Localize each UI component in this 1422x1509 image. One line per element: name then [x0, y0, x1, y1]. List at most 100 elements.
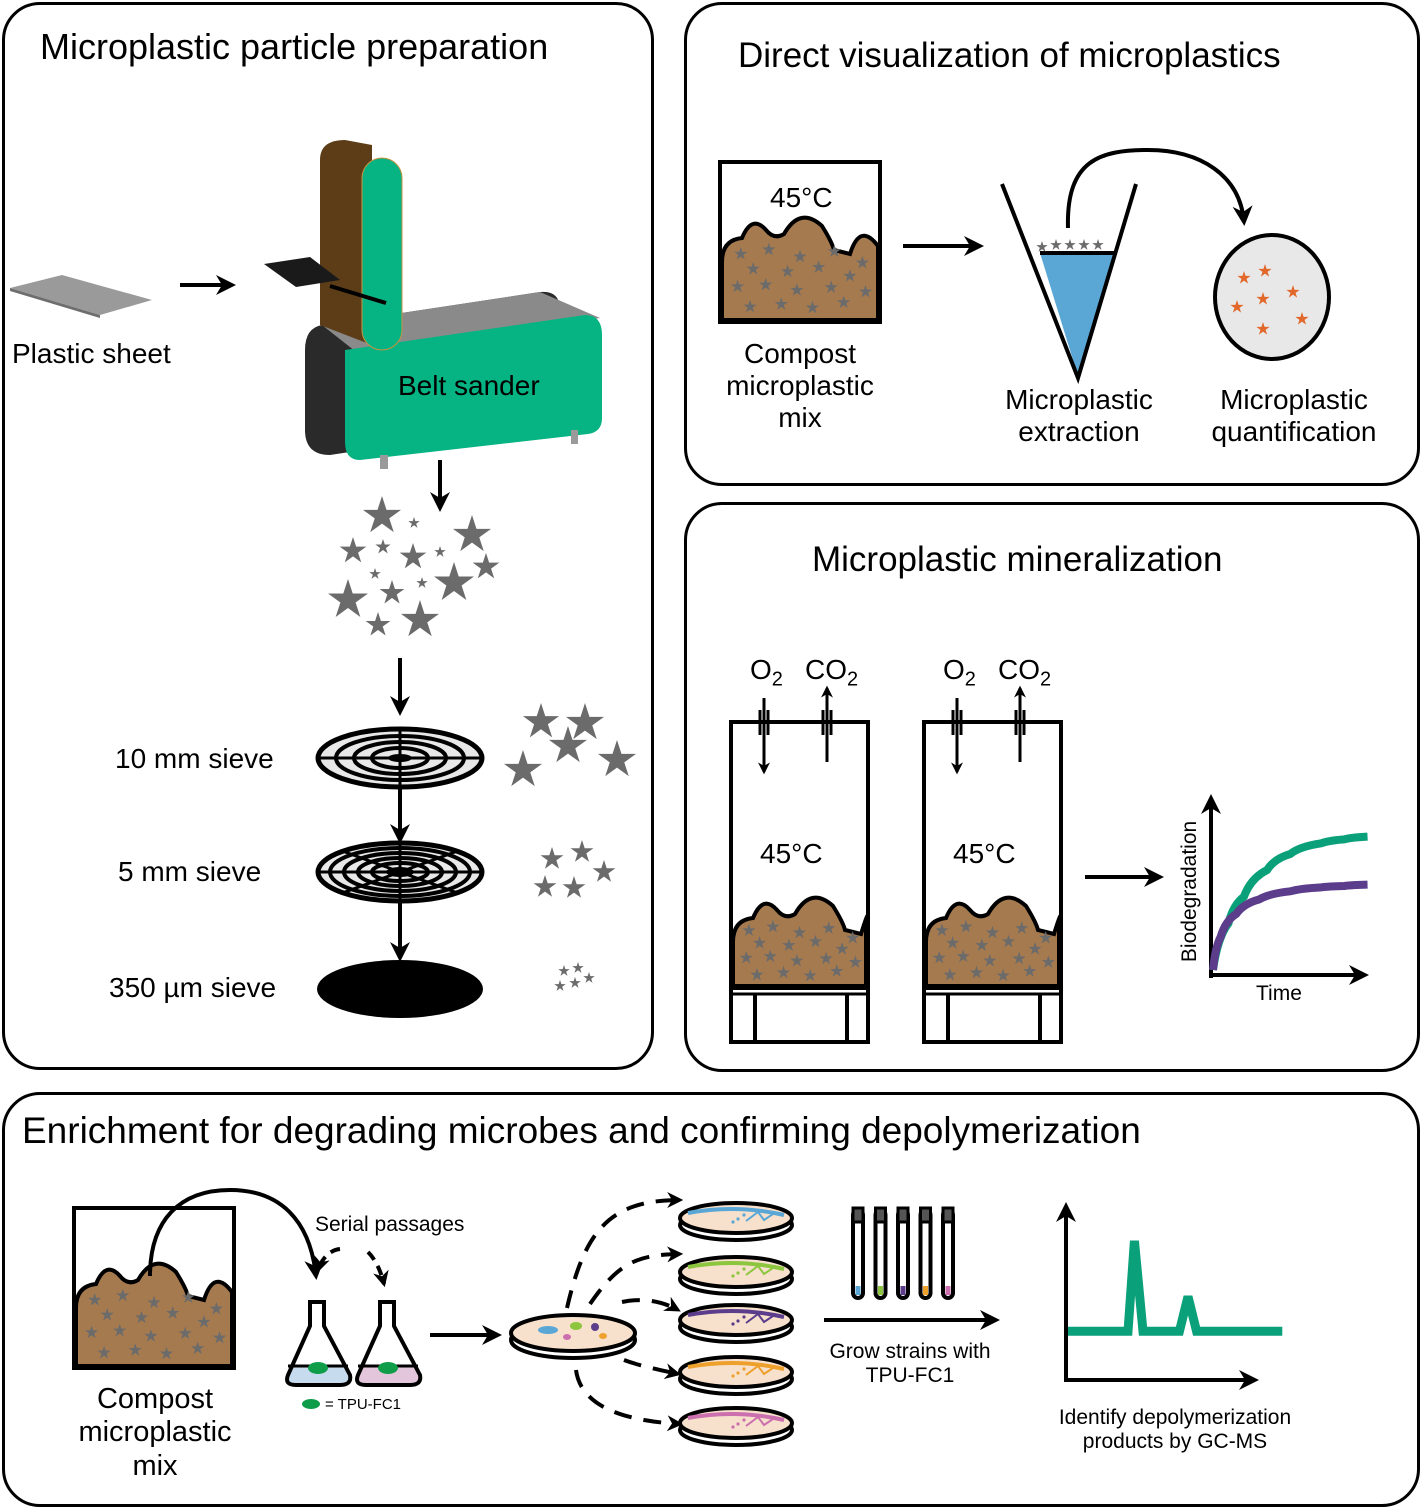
- microplastic-star-icon: [362, 496, 402, 533]
- label-line: Identify depolymerization: [1058, 1406, 1292, 1429]
- colony: [736, 1319, 740, 1323]
- colony: [742, 1213, 746, 1217]
- microplastic-star-icon: [328, 579, 368, 617]
- label-line: TPU-FC1: [865, 1364, 955, 1388]
- colony: [731, 1220, 735, 1224]
- panel-title-preparation: Microplastic particle preparation: [40, 26, 549, 67]
- series-line-GC-MS-trace: [1068, 1240, 1283, 1336]
- culture-tube-icon: [896, 1206, 910, 1300]
- colony: [742, 1418, 746, 1422]
- gas-symbol: O: [943, 654, 965, 685]
- strain-plate-icon: [678, 1303, 794, 1344]
- label-line: mix: [778, 402, 822, 434]
- microplastic-particles-cluster: [328, 496, 500, 637]
- gas-subscript: 2: [964, 668, 976, 691]
- label-line: products by GC-MS: [1082, 1430, 1268, 1454]
- series-line-purple-curve: [1209, 880, 1368, 971]
- gas-subscript: 2: [771, 668, 783, 691]
- strain-plate-icon: [678, 1355, 794, 1396]
- compost-soil: [924, 895, 1063, 988]
- panel-title-enrichment: Enrichment for degrading microbes and co…: [22, 1110, 1141, 1151]
- flask-1-icon: [285, 1300, 353, 1387]
- label-line: microplastic: [726, 370, 874, 402]
- extraction-funnel-icon: [1000, 147, 1253, 385]
- compost-container-enrichment-icon: [72, 1206, 236, 1370]
- respirometry-vessel-1: [729, 685, 870, 1044]
- streak: [745, 1415, 777, 1427]
- compost-soil: [74, 1261, 234, 1368]
- plastic-sheet-label: Plastic sheet: [12, 338, 171, 369]
- colony: [736, 1217, 740, 1221]
- culture-tube-icon: [873, 1206, 888, 1300]
- colony: [731, 1322, 735, 1326]
- label-line: extraction: [1018, 416, 1140, 448]
- streak: [745, 1364, 777, 1376]
- streak: [745, 1312, 777, 1324]
- retained-particles-small: [554, 962, 595, 991]
- tube-culture: [945, 1286, 951, 1295]
- compost-soil: [720, 215, 880, 322]
- microplastic-star-icon: [369, 568, 381, 579]
- serial-passages-label: Serial passages: [315, 1213, 465, 1236]
- microplastic-star-icon: [472, 553, 500, 579]
- sieve-350um-label: 350 µm sieve: [109, 972, 277, 1003]
- tube-culture: [878, 1286, 883, 1295]
- tube-culture: [855, 1286, 861, 1295]
- retained-particles-large: [503, 703, 637, 787]
- microplastic-star-icon: [379, 580, 405, 604]
- culture-tube-icon: [851, 1206, 865, 1300]
- plot-xlabel: Time: [1256, 982, 1302, 1005]
- gas-subscript: 2: [847, 668, 859, 691]
- culture-tube-icon: [941, 1206, 955, 1300]
- microplastic-star-icon: [452, 515, 492, 552]
- label-line: mix: [132, 1449, 178, 1482]
- arrow-serial-passage-forward: [366, 1250, 389, 1288]
- strain-plate-icon: [678, 1406, 794, 1447]
- microplastic-star-icon: [400, 600, 440, 637]
- tube-culture: [923, 1286, 928, 1295]
- label-line: microplastic: [78, 1416, 232, 1449]
- retained-particles-medium: [533, 840, 616, 898]
- label-line: Grow strains with: [829, 1340, 991, 1363]
- gas-symbol: CO: [998, 654, 1040, 685]
- tube-cap: [896, 1206, 910, 1224]
- microplastic-star-icon: [399, 543, 427, 569]
- label-line: Compost: [96, 1383, 214, 1415]
- microplastic-star-icon: [416, 577, 428, 588]
- label-line: Microplastic: [1005, 384, 1153, 415]
- plastic-sheet-icon: [10, 275, 152, 318]
- panel-title-visualization: Direct visualization of microplastics: [738, 36, 1281, 75]
- colony: [731, 1374, 735, 1378]
- colony: [742, 1367, 746, 1371]
- culture-tubes: [851, 1206, 955, 1300]
- sieve-10mm-icon: [315, 726, 485, 790]
- tube-cap: [851, 1206, 865, 1224]
- label-line: Compost: [743, 338, 857, 369]
- respirometry-vessel-2: [922, 685, 1063, 1044]
- label-line: quantification: [1211, 416, 1377, 448]
- sieve-5mm-icon: [315, 840, 485, 904]
- compost-mix-label: Compost microplastic mix: [704, 338, 896, 435]
- gas-symbol: O: [750, 654, 772, 685]
- panel-title-mineralization: Microplastic mineralization: [812, 540, 1223, 579]
- gas-out-label-1: CO2: [805, 654, 858, 692]
- compost-soil: [731, 895, 870, 988]
- vessel-1-temperature: 45°C: [760, 838, 823, 869]
- tube-culture: [900, 1286, 906, 1295]
- isolation-arrows: [565, 1192, 684, 1432]
- tube-cap: [919, 1206, 932, 1224]
- grow-strains-label: Grow strains with TPU-FC1: [815, 1340, 1005, 1388]
- microplastic-star-icon: [339, 537, 367, 563]
- tube-cap: [874, 1206, 887, 1224]
- colony: [731, 1274, 735, 1278]
- colony: [736, 1422, 740, 1426]
- colony: [742, 1267, 746, 1271]
- microplastic-star-icon: [434, 546, 446, 557]
- gas-subscript: 2: [1040, 668, 1052, 691]
- microplastic-star-icon: [434, 562, 474, 600]
- arrow-compost-to-flask: [148, 1187, 325, 1280]
- tpu-fc1-legend-icon: [302, 1399, 320, 1409]
- strain-plate-icon: [678, 1201, 794, 1242]
- label-line: Microplastic: [1220, 384, 1368, 415]
